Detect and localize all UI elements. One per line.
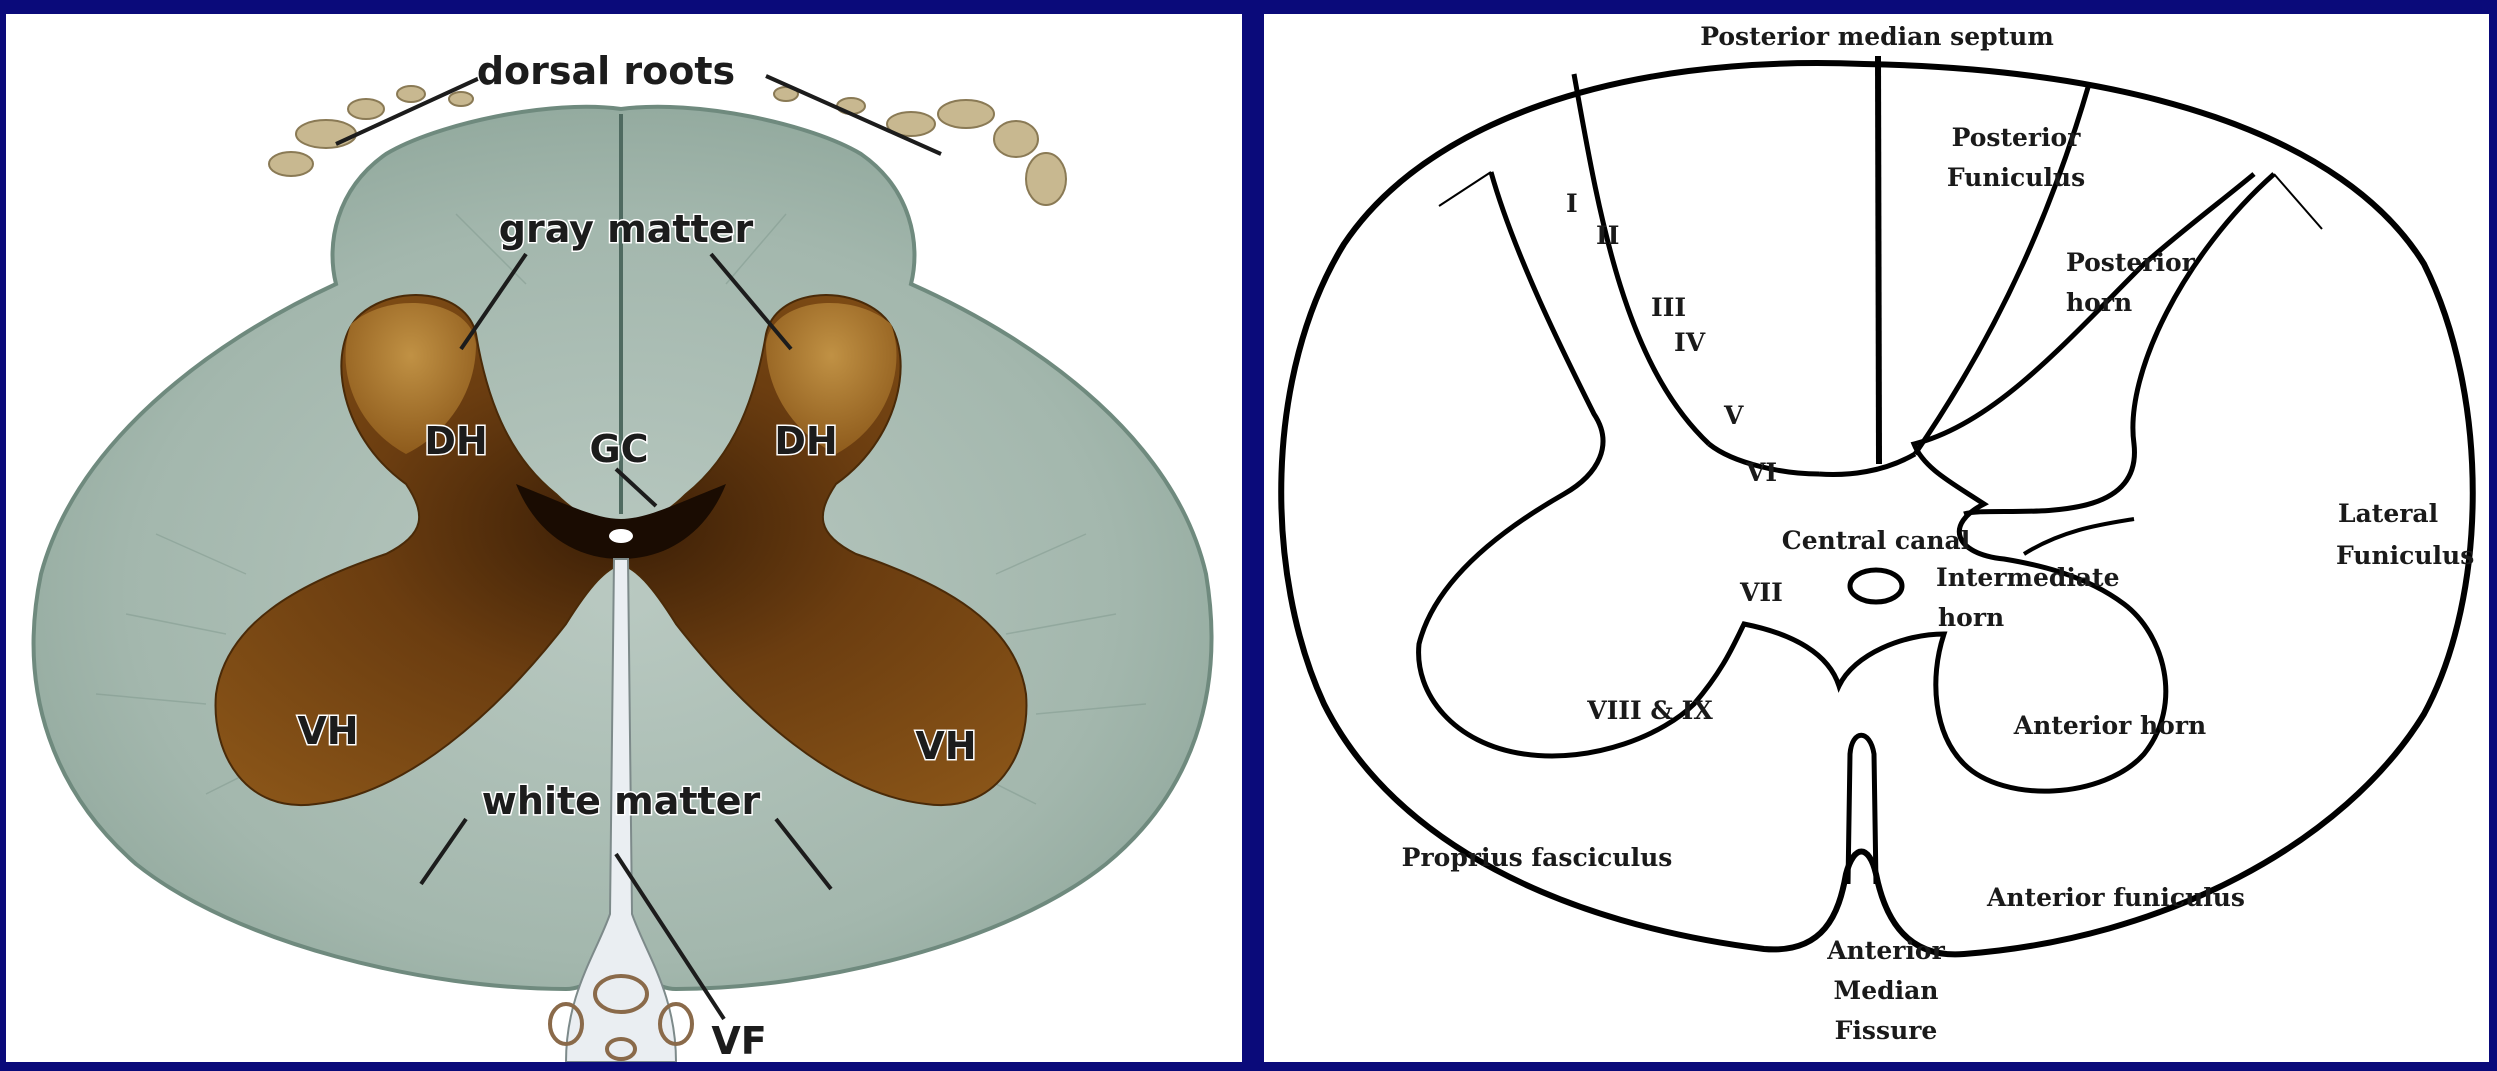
posterior-funiculus-right-boundary xyxy=(1912,83,2092,456)
photo-leader-lines xyxy=(335,74,942,1021)
label-lamina-vi: VI xyxy=(1745,458,1777,487)
label-lateral-funiculus-1: Lateral xyxy=(2338,499,2438,528)
posterior-median-septum-line xyxy=(1875,55,1882,465)
central-canal-photo xyxy=(609,529,633,543)
gray-commissure xyxy=(516,484,726,559)
ventral-vessels xyxy=(548,974,694,1061)
lateral-thin-line-right xyxy=(2273,173,2323,230)
label-ventral-fissure: VF xyxy=(711,1019,766,1062)
label-anterior-median-fissure-1: Anterior xyxy=(1826,936,1945,965)
ventral-fissure-photo xyxy=(564,558,678,1062)
label-lamina-vii: VII xyxy=(1739,578,1783,607)
label-lamina-iii: III xyxy=(1651,293,1686,322)
posterior-funiculus-left-boundary xyxy=(1571,73,1711,446)
lateral-thin-line-left-2 xyxy=(1438,171,1492,207)
label-posterior-horn-1: Posterior xyxy=(2066,248,2196,277)
label-lamina-viii-ix: VIII & IX xyxy=(1586,696,1713,725)
dorsal-root-fragments xyxy=(268,85,1067,206)
spinal-cord-diagram: Posterior median septum Posterior Funicu… xyxy=(1278,22,2476,1045)
label-lamina-ii: II xyxy=(1596,221,1619,250)
anterior-median-fissure xyxy=(1845,732,1879,885)
label-gray-commissure: GC xyxy=(589,427,648,471)
diagram-cord-outline xyxy=(1278,60,2476,958)
label-white-matter: white matter xyxy=(482,779,761,823)
label-posterior-median-septum: Posterior median septum xyxy=(1700,22,2054,51)
label-anterior-median-fissure-2: Median xyxy=(1834,976,1939,1005)
label-proprius-fasciculus: Proprius fasciculus xyxy=(1402,843,1673,872)
label-ventral-horn-left: VH xyxy=(297,709,358,753)
label-intermediate-horn-2: horn xyxy=(1938,603,2004,632)
label-lamina-iv: IV xyxy=(1674,328,1706,357)
label-anterior-median-fissure-3: Fissure xyxy=(1835,1016,1938,1045)
intermediate-horn-line xyxy=(2022,517,2135,556)
spinal-cord-photo-panel: dorsal roots gray matter DH DH GC VH VH … xyxy=(6,14,1242,1062)
label-lamina-i: I xyxy=(1566,189,1578,218)
diagram-gray-matter-outline xyxy=(1416,171,2256,794)
posterior-horn-tip-right xyxy=(1818,451,1917,477)
label-dorsal-horn-right: DH xyxy=(774,419,837,463)
label-ventral-horn-right: VH xyxy=(915,724,976,768)
label-posterior-horn-2: horn xyxy=(2066,288,2132,317)
label-lateral-funiculus-2: Funiculus xyxy=(2336,541,2474,570)
dorsal-horn-right-cap xyxy=(766,302,897,454)
spinal-cord-photo: dorsal roots gray matter DH DH GC VH VH … xyxy=(31,48,1214,1062)
label-gray-matter: gray matter xyxy=(499,207,754,251)
posterior-horn-right-edge xyxy=(1963,172,2276,517)
label-dorsal-horn-left: DH xyxy=(424,419,487,463)
label-intermediate-horn-1: Intermediate xyxy=(1936,563,2119,592)
spinal-cord-diagram-panel: Posterior median septum Posterior Funicu… xyxy=(1264,14,2489,1062)
label-lamina-v: V xyxy=(1723,401,1744,430)
central-canal xyxy=(1847,567,1905,605)
label-posterior-funiculus-2: Funiculus xyxy=(1947,163,2085,192)
label-dorsal-roots: dorsal roots xyxy=(477,49,735,93)
label-posterior-funiculus-1: Posterior xyxy=(1952,123,2082,152)
posterior-horn-tip xyxy=(1707,442,1820,477)
label-central-canal: Central canal xyxy=(1782,526,1970,555)
label-anterior-horn: Anterior horn xyxy=(2013,711,2206,740)
dorsal-horn-left-cap xyxy=(345,302,476,454)
label-anterior-funiculus: Anterior funiculus xyxy=(1986,883,2245,912)
